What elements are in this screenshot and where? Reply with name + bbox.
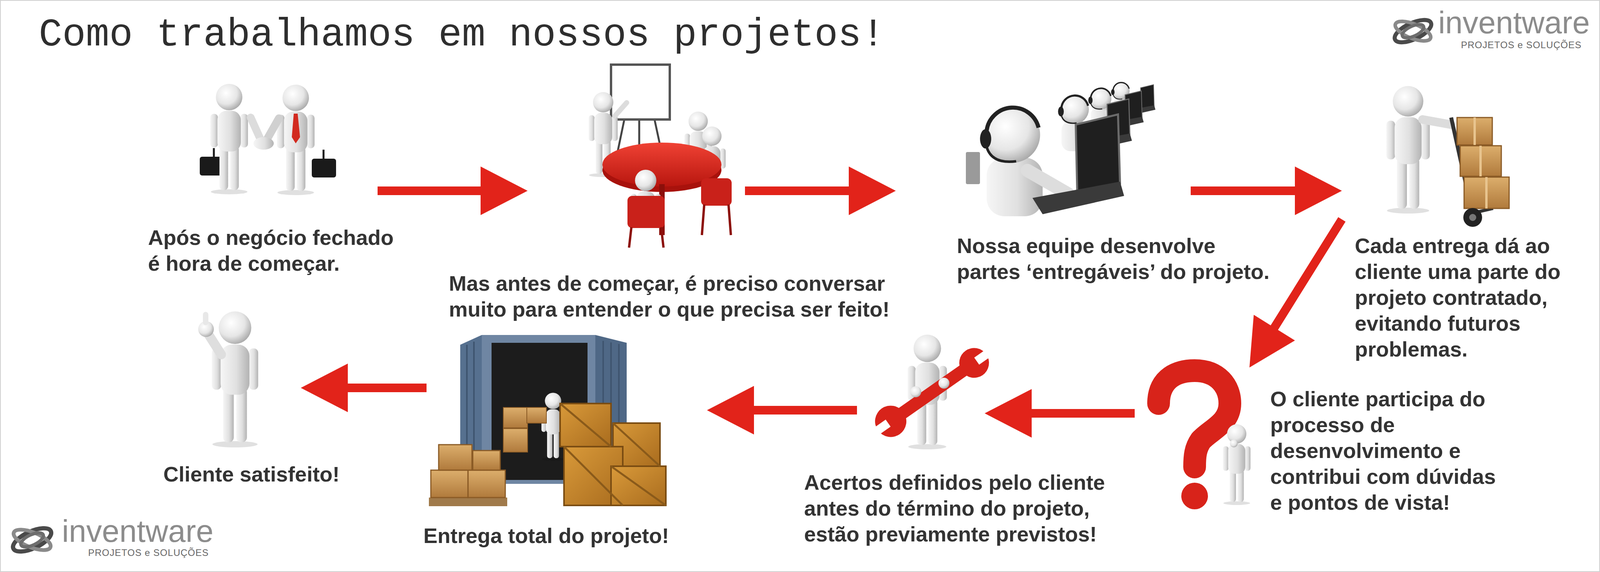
process-step: Acertos definidos pelo cliente antes do … [856, 326, 985, 460]
wrench-notch [874, 419, 891, 435]
pointing-arm [614, 102, 627, 116]
wrench-jaw [868, 399, 913, 443]
process-step: Cliente satisfeito! [158, 300, 301, 454]
arrow-head [300, 363, 348, 413]
flow-arrow [1249, 219, 1342, 368]
hand [910, 386, 922, 398]
tie [291, 113, 301, 144]
arm [1422, 119, 1451, 125]
chair-legs [701, 204, 731, 236]
crate-slats [560, 403, 666, 506]
hand [1229, 439, 1238, 448]
box [472, 450, 501, 471]
step-caption: Mas antes de começar, é preciso conversa… [448, 270, 912, 322]
step-caption: Após o negócio fechado é hora de começar… [148, 224, 403, 277]
step-caption: Cada entrega dá ao cliente uma parte do … [1354, 232, 1590, 362]
container-scene [428, 334, 666, 507]
wrench-symbol [868, 340, 997, 444]
phone-unit [965, 151, 980, 185]
chair [701, 178, 732, 206]
process-step: Entrega total do projeto! [426, 331, 707, 516]
question-scene [1158, 370, 1251, 510]
operator-figure [979, 106, 1125, 217]
hand [938, 377, 950, 389]
arrow-head [1249, 314, 1295, 368]
wrench-notch [974, 349, 990, 365]
arrow-shaft [1273, 219, 1342, 330]
box [503, 428, 528, 452]
flow-arrow [300, 363, 427, 413]
arrow-shaft [1190, 186, 1297, 196]
person-figure [211, 311, 259, 448]
arrow-head [480, 166, 528, 216]
thumb [202, 311, 209, 326]
process-step: Após o negócio fechado é hora de começar… [188, 71, 378, 220]
person-figure [210, 83, 248, 195]
box [503, 407, 528, 428]
logo-name: inventware [61, 513, 214, 549]
box [526, 407, 547, 424]
briefcase-handle [213, 148, 216, 157]
page-title: Como trabalhamos em nossos projetos! [38, 11, 885, 59]
delivery-scene [1386, 86, 1510, 228]
briefcase-handle [322, 149, 325, 159]
satisfied-scene [198, 311, 259, 448]
box [468, 470, 506, 498]
flip-chart [611, 64, 670, 120]
flow-arrow [706, 385, 857, 435]
box [438, 444, 472, 471]
process-step: Cada entrega dá ao cliente uma parte do … [1341, 81, 1526, 230]
arrow-shaft [752, 405, 857, 415]
handshake [253, 137, 274, 150]
arrow-shaft [346, 383, 427, 393]
step-caption: Acertos definidos pelo cliente antes do … [804, 469, 1118, 547]
thinking-figure [1222, 424, 1251, 505]
arrow-shaft [1030, 408, 1135, 418]
wrench-jaw [953, 341, 995, 384]
raised-arm [207, 332, 222, 355]
wheel-hub [1469, 213, 1477, 221]
process-step: O cliente participa do processo de desen… [1134, 367, 1261, 516]
handshake-scene [199, 83, 337, 196]
person-figure [1386, 86, 1431, 214]
flow-arrow [984, 388, 1135, 438]
arrow-head [848, 166, 896, 216]
chair-legs [629, 227, 664, 248]
step-caption: Cliente satisfeito! [163, 461, 352, 487]
person-figure [276, 84, 315, 196]
process-step: Mas antes de começar, é preciso conversa… [527, 61, 745, 255]
adjustment-scene [868, 334, 997, 450]
briefcase [311, 158, 337, 178]
box [430, 470, 469, 498]
chair [627, 195, 665, 228]
arrow-shaft [744, 186, 851, 196]
pallet [428, 497, 508, 507]
logo-name: inventware [1438, 5, 1590, 40]
box-tape [1474, 117, 1487, 209]
arrow-shaft [377, 186, 483, 196]
step-caption: O cliente participa do processo de desen… [1270, 385, 1510, 516]
flow-arrow [1190, 166, 1342, 216]
logo-tagline: PROJETOS e SOLUÇÕES [1460, 39, 1582, 51]
step-caption: Nossa equipe desenvolve partes ‘entregáv… [956, 232, 1279, 285]
meeting-scene [588, 64, 732, 248]
logo-tagline: PROJETOS e SOLUÇÕES [88, 547, 209, 558]
step-caption: Entrega total do projeto! [423, 522, 682, 549]
question-mark-dot [1181, 482, 1208, 510]
process-step: Nossa equipe desenvolve partes ‘entregáv… [895, 66, 1191, 220]
flow-arrow [744, 166, 896, 216]
arrow-head [706, 385, 754, 435]
logo-icon [1391, 15, 1435, 47]
flow-arrow [377, 166, 528, 216]
team-scene [965, 82, 1156, 217]
wheel [1463, 207, 1483, 227]
question-mark-symbol [1158, 370, 1230, 467]
arrow-head [1294, 166, 1342, 216]
arrow-head [984, 388, 1032, 438]
logo-icon [9, 523, 55, 557]
